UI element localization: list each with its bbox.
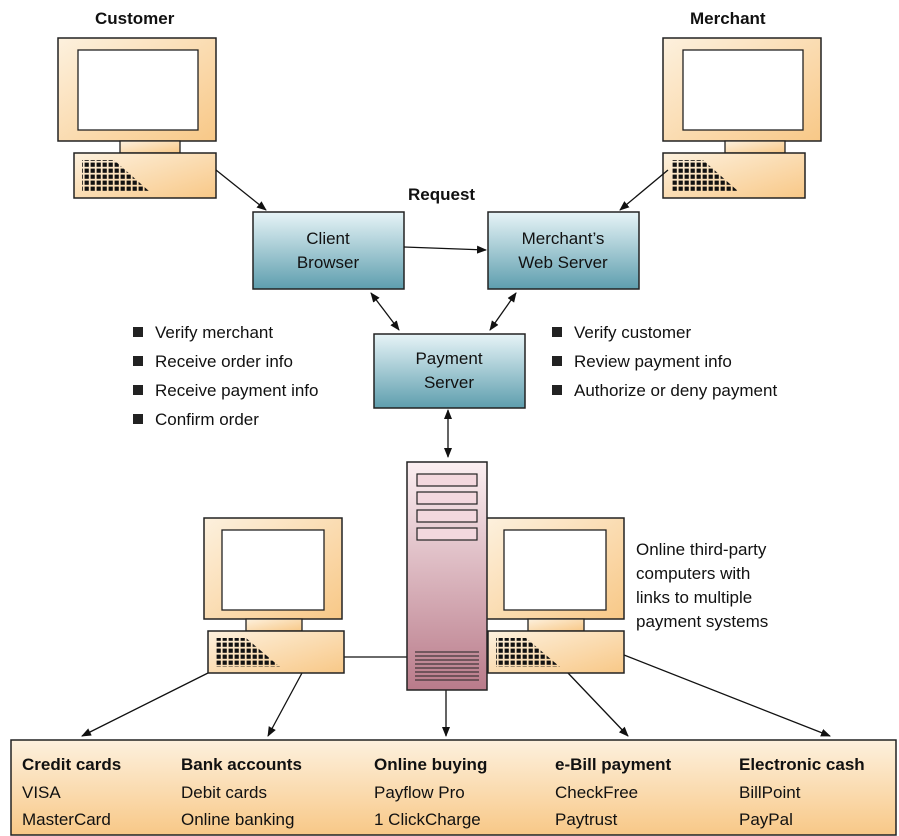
- bullet-square: [552, 327, 562, 337]
- payment-categories-bar: Credit cards VISA MasterCard Bank accoun…: [10, 739, 897, 836]
- bullet-square: [552, 385, 562, 395]
- merchant-to-webserver-arrow: [619, 169, 669, 211]
- third-party-computer-left-icon: [203, 517, 345, 674]
- merchant-web-server-line1: Merchant’s: [522, 229, 605, 248]
- payment-server-box: Payment Server: [373, 333, 526, 409]
- merchant-label: Merchant: [690, 9, 766, 28]
- merchant-computer-icon: [662, 37, 822, 199]
- webserver-payment-arrow: [489, 292, 517, 331]
- category-item: BillPoint: [739, 783, 801, 802]
- merchant-web-server-line2: Web Server: [518, 253, 608, 272]
- left-bullet-2: Receive order info: [155, 352, 293, 371]
- client-browser-line1: Client: [306, 229, 350, 248]
- right-bullet-list: Verify customer Review payment info Auth…: [552, 323, 777, 400]
- bullet-square: [552, 356, 562, 366]
- request-arrow: [403, 245, 487, 254]
- customer-computer-icon: [57, 37, 217, 199]
- category-item: CheckFree: [555, 783, 638, 802]
- category-title-bank-accounts: Bank accounts: [181, 755, 302, 774]
- arrow-credit-cards: [81, 672, 209, 737]
- category-item: 1 ClickCharge: [374, 810, 481, 829]
- request-label: Request: [408, 185, 475, 204]
- right-bullet-2: Review payment info: [574, 352, 732, 371]
- bullet-square: [133, 414, 143, 424]
- bullet-square: [133, 356, 143, 366]
- server-tower-icon: [406, 461, 488, 691]
- payment-server-line2: Server: [424, 373, 474, 392]
- customer-to-browser-arrow: [215, 169, 267, 211]
- category-item: Debit cards: [181, 783, 267, 802]
- category-title-online-buying: Online buying: [374, 755, 487, 774]
- note-line-3: links to multiple: [636, 588, 752, 607]
- category-item: Online banking: [181, 810, 294, 829]
- left-bullet-1: Verify merchant: [155, 323, 273, 342]
- category-item: MasterCard: [22, 810, 111, 829]
- client-browser-box: Client Browser: [252, 211, 405, 290]
- category-item: Payflow Pro: [374, 783, 465, 802]
- note-line-2: computers with: [636, 564, 750, 583]
- arrow-electronic-cash: [623, 654, 831, 737]
- customer-label: Customer: [95, 9, 175, 28]
- category-title-ebill-payment: e-Bill payment: [555, 755, 672, 774]
- arrow-ebill-payment: [567, 672, 629, 737]
- note-line-1: Online third-party: [636, 540, 767, 559]
- merchant-web-server-box: Merchant’s Web Server: [487, 211, 640, 290]
- client-browser-line2: Browser: [297, 253, 360, 272]
- category-item: PayPal: [739, 810, 793, 829]
- third-party-computer-right-icon: [485, 517, 625, 674]
- bullet-square: [133, 385, 143, 395]
- left-bullet-4: Confirm order: [155, 410, 259, 429]
- third-party-note: Online third-party computers with links …: [636, 540, 768, 631]
- category-title-credit-cards: Credit cards: [22, 755, 121, 774]
- right-bullet-3: Authorize or deny payment: [574, 381, 777, 400]
- arrow-bank-accounts: [267, 672, 303, 737]
- browser-payment-arrow: [370, 292, 400, 331]
- left-bullet-list: Verify merchant Receive order info Recei…: [133, 323, 318, 429]
- note-line-4: payment systems: [636, 612, 768, 631]
- category-item: Paytrust: [555, 810, 618, 829]
- payment-server-line1: Payment: [415, 349, 482, 368]
- category-title-electronic-cash: Electronic cash: [739, 755, 865, 774]
- right-bullet-1: Verify customer: [574, 323, 691, 342]
- left-bullet-3: Receive payment info: [155, 381, 318, 400]
- bullet-square: [133, 327, 143, 337]
- category-item: VISA: [22, 783, 61, 802]
